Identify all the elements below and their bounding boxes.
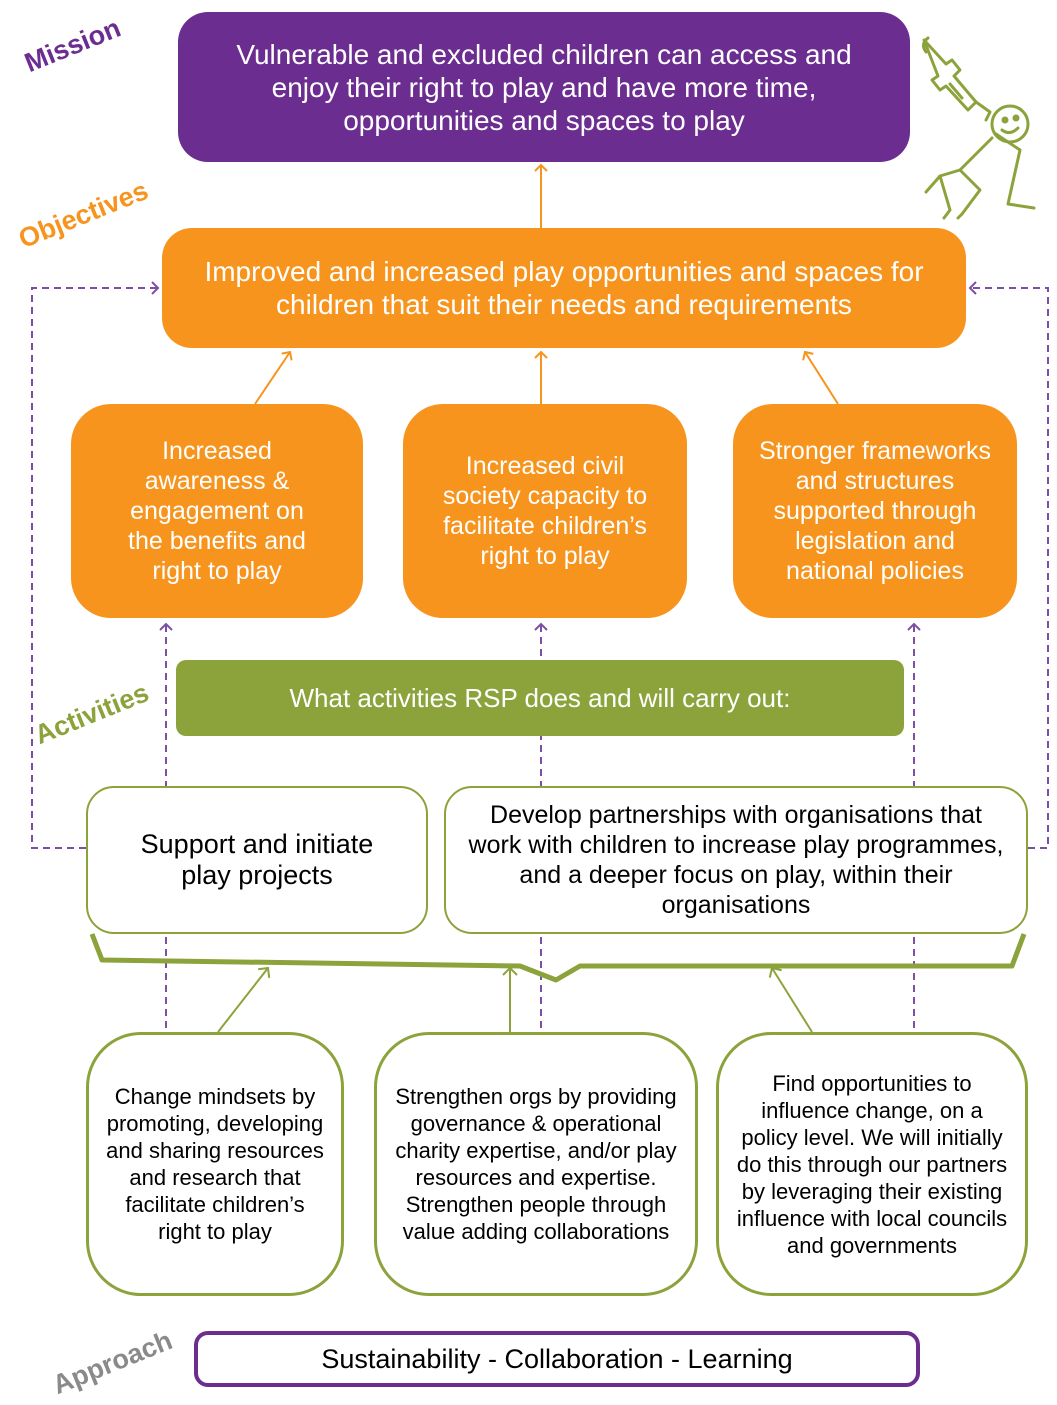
approach-text: Strengthen orgs by providing governance …: [395, 1084, 677, 1244]
arrow-outcome3-to-objective: [802, 350, 839, 405]
activity-text: Support and initiate play projects: [140, 829, 374, 890]
outcome-box-capacity: Increased civil society capacity to faci…: [403, 404, 687, 618]
activity-box-projects: Support and initiate play projects: [86, 786, 428, 934]
arrow-approach1-to-activities: [217, 966, 271, 1033]
grouping-brace: [89, 933, 1027, 983]
approach-text: Change mindsets by promoting, developing…: [106, 1084, 324, 1244]
outcome-box-awareness: Increased awareness & engagement on the …: [71, 404, 363, 618]
activities-header-text: What activities RSP does and will carry …: [289, 682, 791, 713]
outcome-text: Stronger frameworks and structures suppo…: [758, 437, 992, 585]
arrow-approach3-to-activities: [768, 966, 813, 1033]
approach-box-mindsets: Change mindsets by promoting, developing…: [86, 1032, 344, 1296]
dashed-loop-right: [968, 281, 1049, 849]
outcome-text: Increased civil society capacity to faci…: [442, 452, 648, 570]
mission-box: Vulnerable and excluded children can acc…: [178, 12, 910, 162]
trumpet-player-illustration: [921, 36, 1036, 220]
objective-box: Improved and increased play opportunitie…: [162, 228, 966, 348]
dashed-loop-left: [31, 281, 160, 849]
activities-header-bar: What activities RSP does and will carry …: [176, 660, 904, 736]
approach-box-strengthen: Strengthen orgs by providing governance …: [374, 1032, 698, 1296]
activity-text: Develop partnerships with organisations …: [468, 801, 1004, 919]
approach-box-policy: Find opportunities to influence change, …: [716, 1032, 1028, 1296]
mission-text: Vulnerable and excluded children can acc…: [236, 38, 852, 136]
objective-text: Improved and increased play opportunitie…: [204, 256, 924, 320]
activity-box-partnerships: Develop partnerships with organisations …: [444, 786, 1028, 934]
arrow-outcome1-to-objective: [254, 350, 293, 405]
outcome-box-frameworks: Stronger frameworks and structures suppo…: [733, 404, 1017, 618]
principles-text: Sustainability - Collaboration - Learnin…: [321, 1343, 793, 1374]
outcome-text: Increased awareness & engagement on the …: [128, 437, 306, 585]
principles-box: Sustainability - Collaboration - Learnin…: [194, 1331, 920, 1387]
approach-text: Find opportunities to influence change, …: [736, 1070, 1008, 1258]
